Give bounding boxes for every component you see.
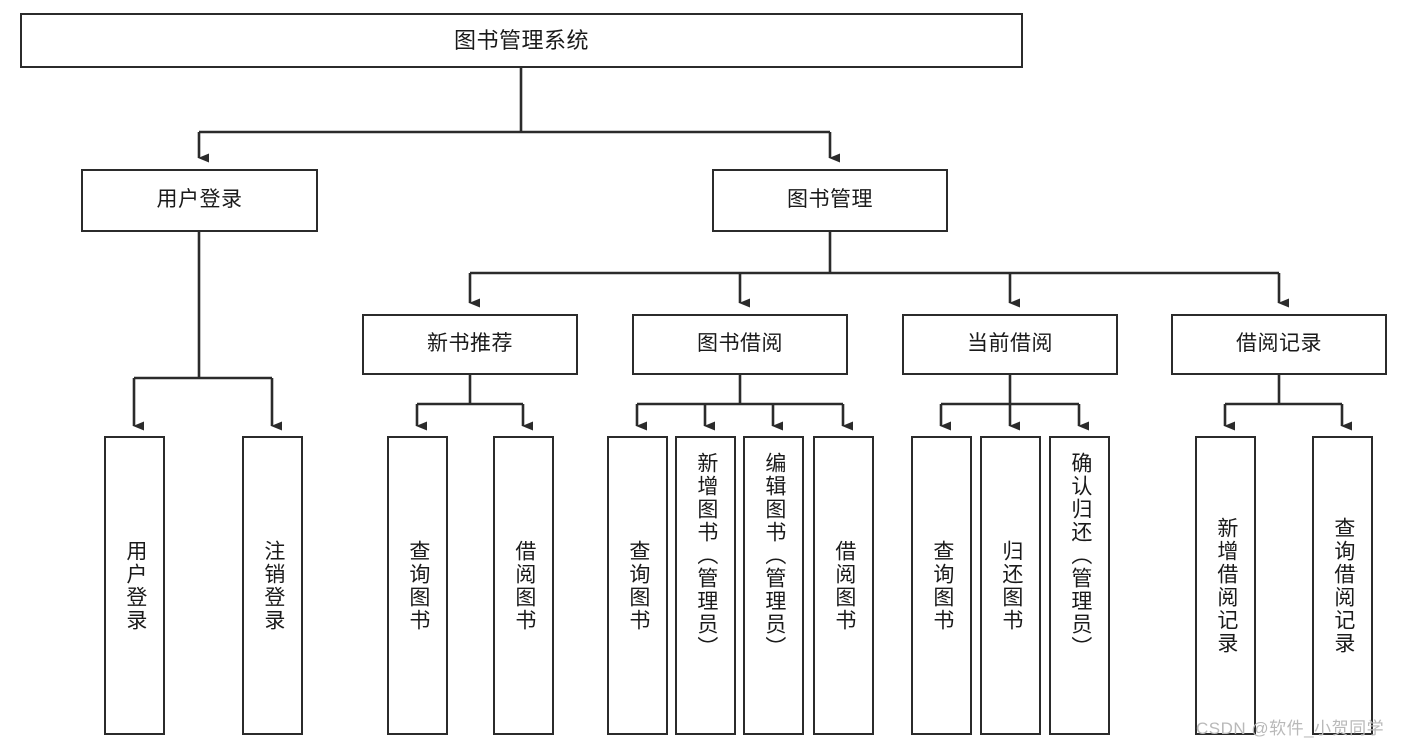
node-current-borrow-label: 当前借阅 [967,332,1053,356]
node-leaf-query-record[interactable]: 查询借阅记录 [1312,436,1373,735]
node-leaf-return-book-label: 归还图书 [999,539,1023,632]
node-leaf-add-book[interactable]: 新增图书（管理员） [675,436,736,735]
node-leaf-query-book-2-label: 查询图书 [626,539,650,632]
node-root-label: 图书管理系统 [453,27,589,53]
node-leaf-query-book-1-label: 查询图书 [406,539,430,632]
node-leaf-query-book-2[interactable]: 查询图书 [607,436,668,735]
node-user-login-label: 用户登录 [156,188,243,212]
node-borrow-record-label: 借阅记录 [1236,332,1322,356]
node-leaf-borrow-book-1-label: 借阅图书 [512,539,536,632]
node-leaf-borrow-book-1[interactable]: 借阅图书 [493,436,554,735]
node-borrow-record[interactable]: 借阅记录 [1171,314,1387,375]
node-leaf-query-book-3-label: 查询图书 [930,539,954,632]
node-leaf-borrow-book-2[interactable]: 借阅图书 [813,436,874,735]
node-book-borrow-label: 图书借阅 [697,332,783,356]
node-leaf-borrow-book-2-label: 借阅图书 [832,539,856,632]
node-book-manage-label: 图书管理 [787,188,873,212]
node-book-borrow[interactable]: 图书借阅 [632,314,848,375]
node-leaf-user-login[interactable]: 用户登录 [104,436,165,735]
node-leaf-confirm-return[interactable]: 确认归还（管理员） [1049,436,1110,735]
node-leaf-user-login-label: 用户登录 [123,539,147,632]
node-leaf-add-record[interactable]: 新增借阅记录 [1195,436,1256,735]
node-leaf-add-record-label: 新增借阅记录 [1214,516,1238,655]
node-current-borrow[interactable]: 当前借阅 [902,314,1118,375]
node-leaf-query-book-1[interactable]: 查询图书 [387,436,448,735]
node-new-book-rec-label: 新书推荐 [427,332,513,356]
node-leaf-edit-book-label: 编辑图书（管理员） [762,452,786,659]
csdn-watermark: CSDN @软件_小贺同学 [1196,719,1385,738]
node-leaf-confirm-return-label: 确认归还（管理员） [1068,452,1092,659]
node-leaf-logout[interactable]: 注销登录 [242,436,303,735]
node-leaf-logout-label: 注销登录 [261,539,285,632]
node-book-manage[interactable]: 图书管理 [712,169,948,232]
node-leaf-edit-book[interactable]: 编辑图书（管理员） [743,436,804,735]
node-user-login[interactable]: 用户登录 [81,169,318,232]
node-leaf-query-record-label: 查询借阅记录 [1331,516,1355,655]
node-root[interactable]: 图书管理系统 [20,13,1023,68]
node-new-book-rec[interactable]: 新书推荐 [362,314,578,375]
node-leaf-query-book-3[interactable]: 查询图书 [911,436,972,735]
node-leaf-add-book-label: 新增图书（管理员） [694,452,718,659]
node-leaf-return-book[interactable]: 归还图书 [980,436,1041,735]
